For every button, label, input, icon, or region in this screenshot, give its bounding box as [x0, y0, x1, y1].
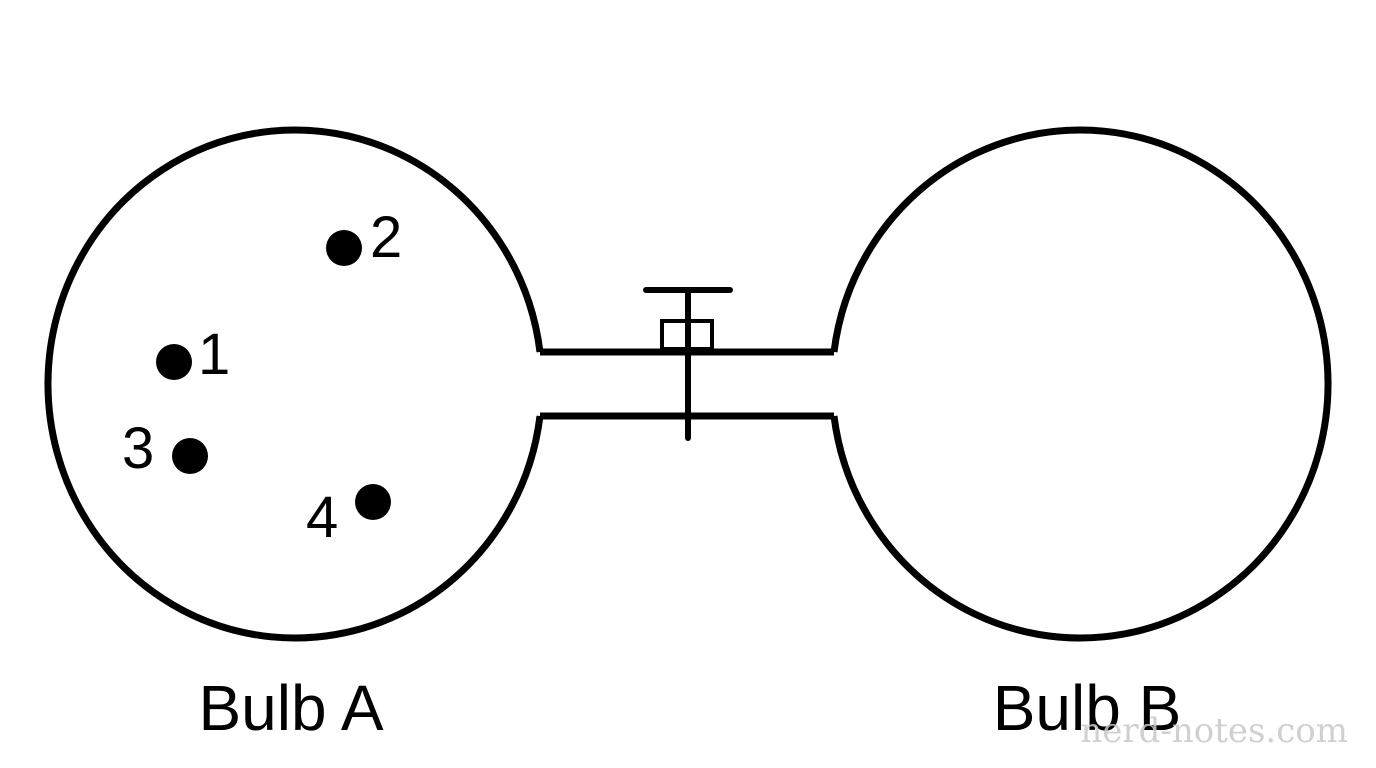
stopcock-valve [643, 287, 733, 441]
watermark-text: nerd-notes.com [1080, 711, 1348, 751]
bulb-b-label: Bulb B [993, 672, 1182, 744]
bulb-a-label: Bulb A [198, 672, 383, 744]
particle-label: 1 [198, 322, 230, 387]
particle-label: 4 [306, 485, 338, 550]
valve-body [660, 319, 714, 351]
particle-dot [156, 344, 192, 380]
particle-1: 1 [156, 322, 230, 387]
particle-dot [172, 438, 208, 474]
particle-4: 4 [306, 484, 391, 550]
particle-dot [326, 230, 362, 266]
bulb-b-outline [830, 126, 1332, 642]
bulb-a-outline [44, 126, 544, 642]
particle-3: 3 [122, 416, 208, 481]
particle-label: 3 [122, 416, 154, 481]
particle-label: 2 [370, 205, 402, 270]
particle-dot [355, 484, 391, 520]
particle-2: 2 [326, 205, 402, 270]
